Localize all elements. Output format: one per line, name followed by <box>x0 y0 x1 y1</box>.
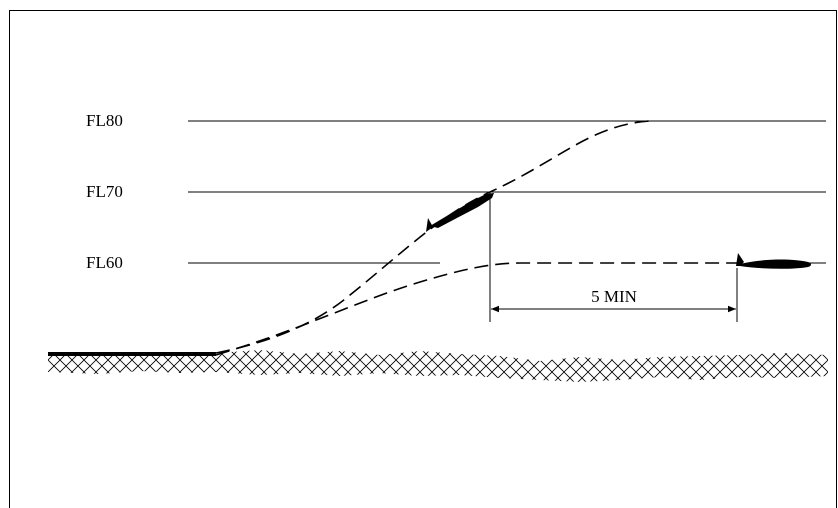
interval-label: 5 MIN <box>591 287 637 306</box>
climbing-aircraft-icon <box>426 193 494 232</box>
diagram-frame <box>9 10 837 508</box>
runway <box>48 352 216 356</box>
climb-path-second-aircraft <box>215 262 740 356</box>
climb-path-first-aircraft <box>215 120 651 354</box>
fl70-label: FL70 <box>86 182 123 201</box>
fl60-label: FL60 <box>86 253 123 272</box>
level-aircraft-icon <box>736 253 811 269</box>
ground-hatch <box>48 350 828 382</box>
fl80-label: FL80 <box>86 111 123 130</box>
